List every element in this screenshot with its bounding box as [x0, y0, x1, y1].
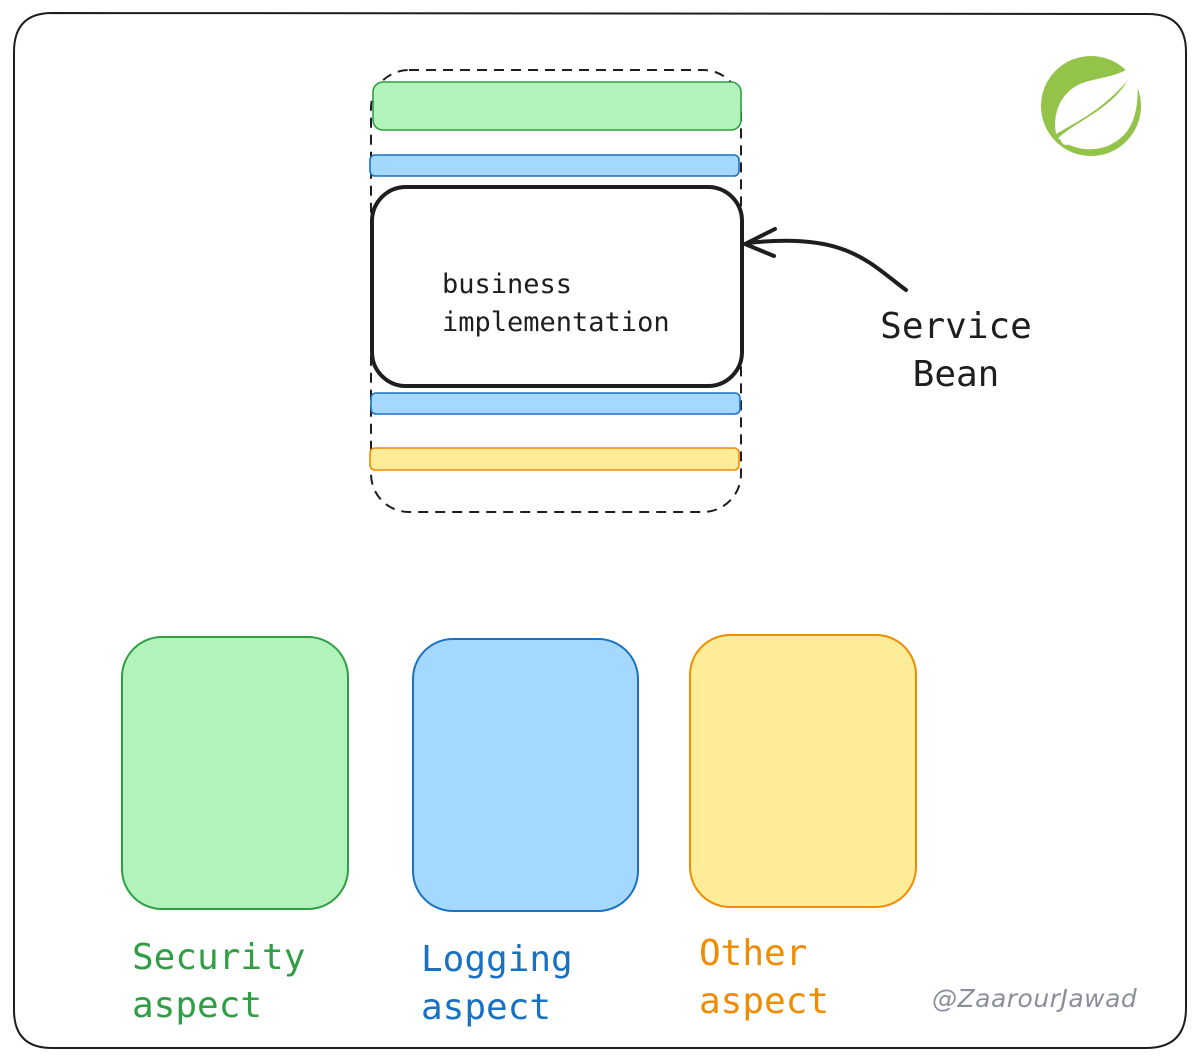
business-implementation-label: business implementation [442, 269, 670, 338]
logging-aspect-label: Logging aspect [421, 939, 573, 1028]
author-handle: @ZaarourJawad [932, 984, 1138, 1013]
security-layer [372, 81, 742, 131]
logging-layer-bottom [370, 392, 741, 415]
logging-layer-top [369, 154, 740, 177]
security-aspect-label: Security aspect [132, 937, 306, 1026]
spring-leaf-icon [1041, 56, 1141, 156]
logging-aspect-box [412, 638, 639, 912]
outer-frame [13, 11, 1187, 1049]
service-bean-arrow [743, 227, 908, 292]
other-layer [369, 447, 740, 471]
service-bean-label: Service Bean [880, 306, 1032, 395]
business-implementation-box [370, 185, 744, 388]
other-aspect-label: Other aspect [699, 933, 830, 1022]
security-aspect-box [121, 636, 349, 910]
other-aspect-box [689, 634, 917, 908]
